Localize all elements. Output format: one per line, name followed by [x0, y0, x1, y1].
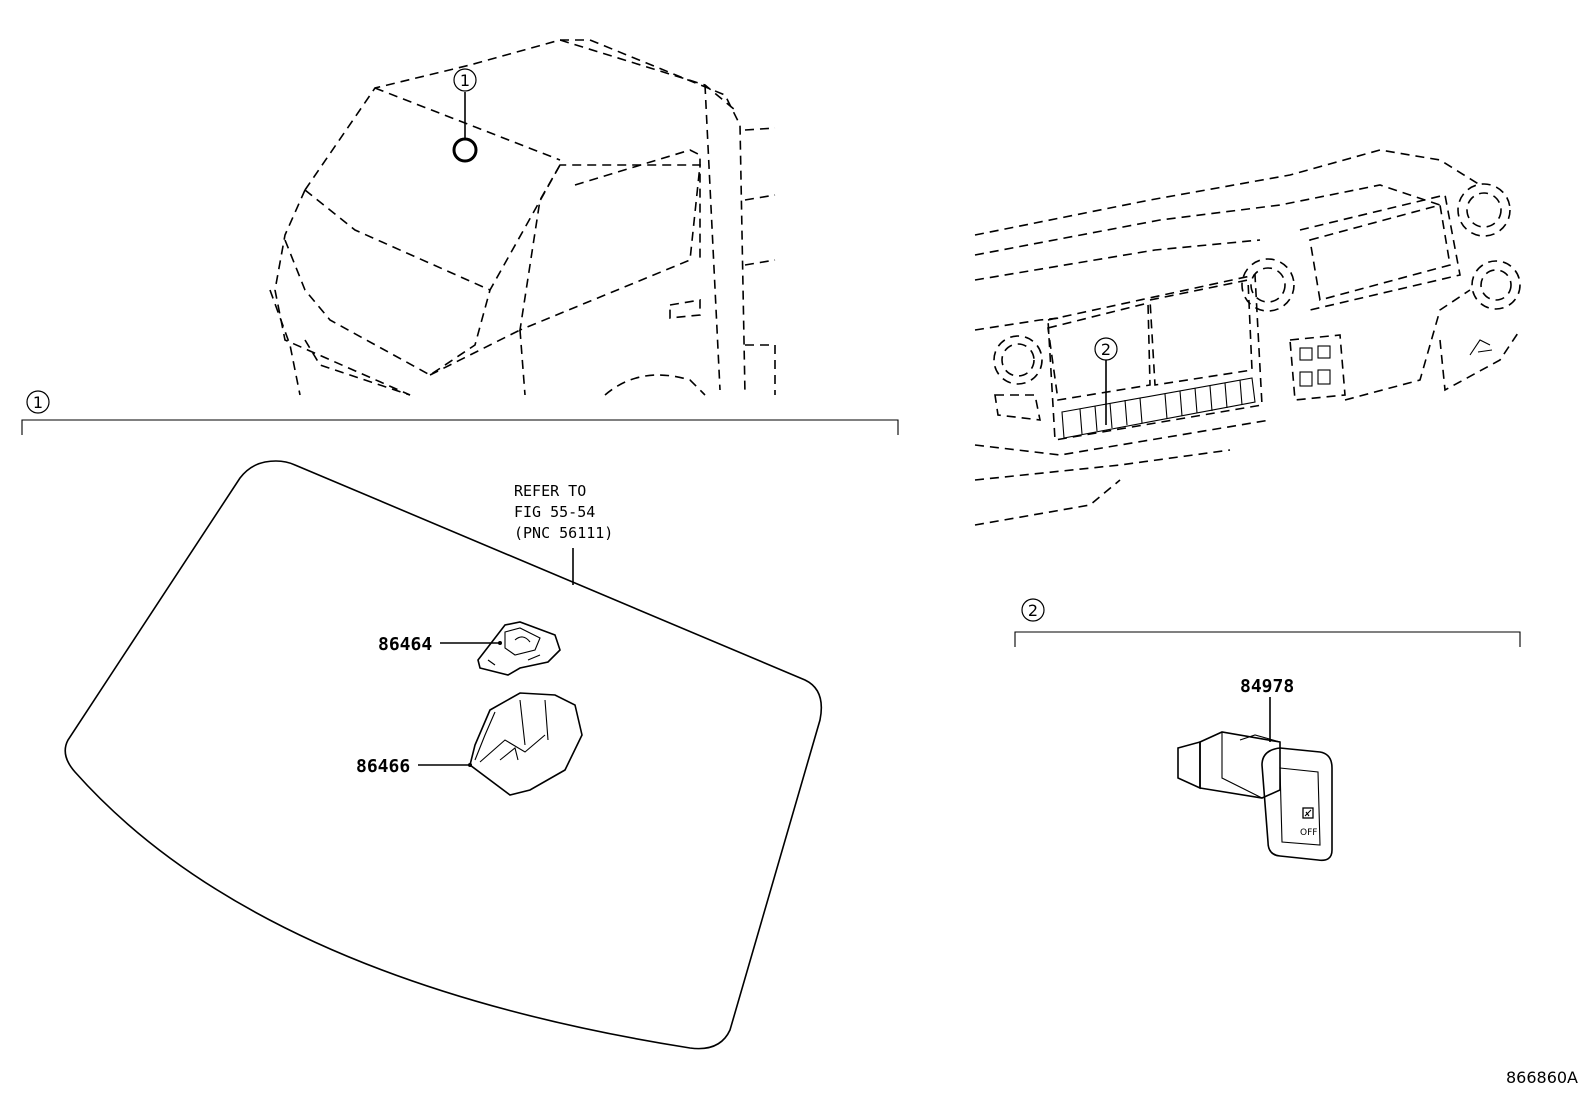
callout-1-top-circle: [453, 68, 477, 92]
group-2-bracket: 2: [1014, 598, 1521, 647]
windshield-glass: REFER TO FIG 55-54 (PNC 56111): [64, 460, 823, 1050]
callout-2-dash-circle: [1094, 337, 1118, 361]
part-84978-switch[interactable]: OFF 84978: [1177, 676, 1333, 862]
callout-2-dash-label: 2: [1101, 340, 1111, 359]
reference-note-line3: (PNC 56111): [514, 524, 613, 542]
reference-note-line1: REFER TO: [514, 482, 586, 500]
part-number-86466: 86466: [356, 756, 410, 777]
callout-1-circle: [26, 390, 50, 414]
part-86466-cover[interactable]: 86466: [356, 692, 583, 796]
switch-panel-row: [1061, 377, 1256, 439]
truck-cab-view: 1: [269, 39, 776, 396]
dashboard-view: 2: [974, 149, 1521, 526]
callout-2-circle: [1021, 598, 1045, 622]
part-number-84978: 84978: [1240, 676, 1294, 697]
group-1-bracket: 1: [21, 390, 899, 435]
reference-note-line2: FIG 55-54: [514, 503, 595, 521]
callout-2-label: 2: [1028, 601, 1038, 620]
callout-1-label: 1: [33, 393, 43, 412]
switch-off-label: OFF: [1300, 828, 1317, 838]
part-number-86464: 86464: [378, 634, 432, 655]
sensor-location-marker: [452, 137, 478, 163]
illustration-code: 866860A: [1506, 1068, 1578, 1087]
callout-1-top-label: 1: [460, 71, 470, 90]
part-86464-bracket[interactable]: 86464: [378, 621, 561, 676]
